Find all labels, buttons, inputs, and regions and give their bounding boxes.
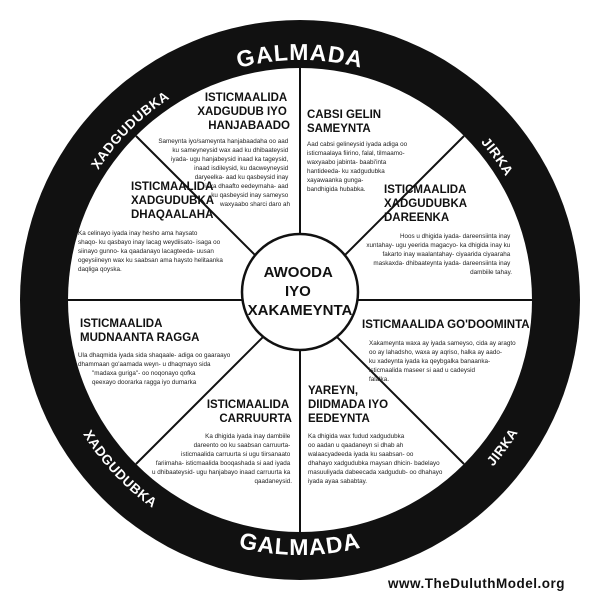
segment-description: Aad cabsi gelineysid iyada adiga oo isti… (306, 141, 409, 193)
hub-line: IYO (285, 283, 311, 300)
hub-line: AWOODA (264, 264, 333, 281)
segment-description: Xakameynta waxa ay iyada sameyso, cida a… (369, 340, 517, 383)
hub-line: XAKAMEYNTA (248, 302, 353, 319)
segment-economic-abuse: ISTICMAALIDA XADGUDUBKA DHAQAALAHA Ka ce… (78, 181, 225, 273)
segment-description: Ula dhaqmida iyada sida shaqaale- adiga … (78, 352, 232, 386)
segment-description: Ka celinayo iyada inay hesho ama haysato… (78, 230, 225, 273)
segment-male-privilege: ISTICMAALIDA MUDNAANTA RAGGA Ula dhaqmid… (78, 318, 232, 386)
segment-title: ISTICMAALIDA CARRUURTA (207, 399, 292, 425)
segment-using-children: ISTICMAALIDA CARRUURTA Ka dhigida iyada … (152, 399, 292, 485)
segment-title: YAREYN, DIIDMADA IYO EEDEYNTA (308, 385, 391, 425)
segment-description: Sameynta iyo/sameynta hanjabaadaha oo aa… (158, 138, 290, 208)
segment-minimizing-denying-blaming: YAREYN, DIIDMADA IYO EEDEYNTA Ka dhigida… (307, 385, 444, 485)
segment-title: ISTICMAALIDA MUDNAANTA RAGGA (80, 318, 199, 344)
hub-circle (240, 232, 360, 352)
segment-description: Ka dhigida wax fudud xadgudubka oo aadan… (307, 433, 444, 485)
segment-title: ISTICMAALIDA GO'DOOMINTA (362, 319, 530, 331)
segment-emotional-abuse: ISTICMAALIDA XADGUDUBKA DAREENKA Hoos u … (366, 184, 512, 276)
segment-intimidation-threats: ISTICMAALIDA XADGUDUB IYO HANJABAADO Sam… (158, 92, 290, 208)
hub-title: AWOODA IYO XAKAMEYNTA (248, 264, 353, 319)
segment-isolation: ISTICMAALIDA GO'DOOMINTA Xakameynta waxa… (362, 319, 530, 383)
segment-title: ISTICMAALIDA XADGUDUBKA DAREENKA (384, 184, 470, 224)
segment-description: Hoos u dhigida iyada- dareensiinta inay … (366, 233, 512, 276)
segment-intimidation: CABSI GELIN SAMEYNTA Aad cabsi gelineysi… (306, 109, 409, 193)
segment-description: Ka dhigida iyada inay dambiile dareento … (152, 433, 292, 485)
segment-title: ISTICMAALIDA XADGUDUB IYO HANJABAADO (197, 92, 290, 132)
segment-title: ISTICMAALIDA XADGUDUBKA DHAQAALAHA (131, 181, 217, 221)
segment-title: CABSI GELIN SAMEYNTA (307, 109, 384, 135)
source-credit: www.TheDuluthModel.org (388, 576, 565, 591)
